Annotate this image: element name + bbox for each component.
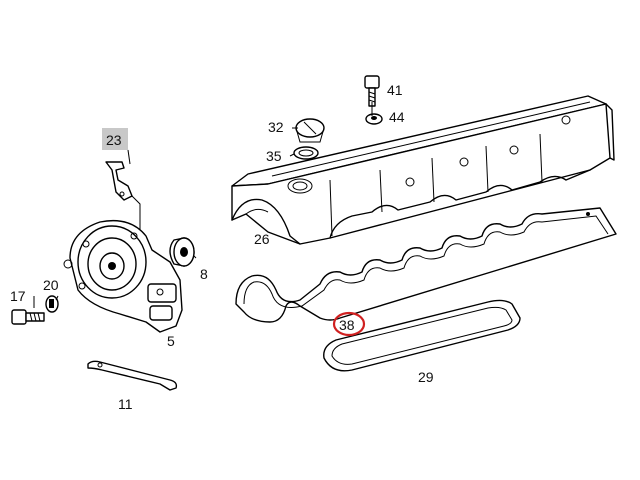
valve-cover-gasket-part[interactable] (235, 207, 617, 323)
leader-lines (33, 102, 373, 308)
label-17: 17 (10, 288, 26, 304)
label-32: 32 (268, 119, 284, 135)
strap-part[interactable] (87, 360, 178, 391)
label-23-highlight-box (102, 128, 128, 150)
label-35: 35 (266, 148, 282, 164)
label-41: 41 (387, 82, 403, 98)
label-38: 38 (339, 317, 355, 333)
label-29: 29 (418, 369, 434, 385)
label-26: 26 (254, 231, 270, 247)
label-38-highlight-ring (332, 311, 366, 337)
nut-part[interactable] (45, 295, 59, 313)
valve-cover-part[interactable] (231, 95, 615, 245)
mounting-bolt-part[interactable] (11, 309, 45, 325)
label-20: 20 (43, 277, 59, 293)
filler-cap-part[interactable] (295, 118, 325, 143)
roller-part[interactable] (169, 237, 195, 267)
label-44: 44 (389, 109, 405, 125)
bolt-part[interactable] (364, 75, 380, 107)
label-5: 5 (167, 333, 175, 349)
pump-housing-part[interactable] (63, 219, 183, 333)
label-11: 11 (118, 396, 133, 412)
label-23: 23 (106, 132, 122, 148)
label-8: 8 (200, 266, 208, 282)
washer-part[interactable] (365, 113, 383, 125)
o-ring-part[interactable] (293, 146, 319, 160)
half-moon-seal-part[interactable] (323, 299, 521, 372)
